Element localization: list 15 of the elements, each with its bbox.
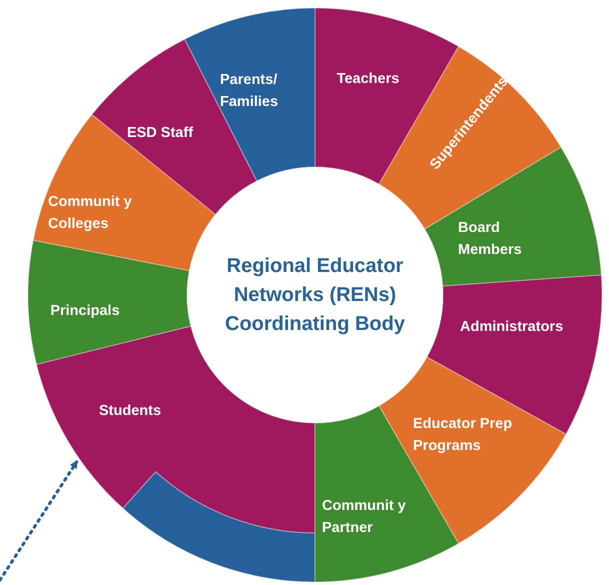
arrow xyxy=(0,460,78,582)
ring-segment xyxy=(122,471,316,582)
segment-label: Principals xyxy=(49,302,121,322)
ring-segment xyxy=(32,114,216,272)
ring-segment xyxy=(28,240,192,365)
segment-label: Teachers xyxy=(336,70,400,90)
segment-label: Board Members xyxy=(458,219,523,260)
center-title: Regional Educator Networks (RENs) Coordinating Body xyxy=(224,254,406,336)
segment-label: Parents/ Families xyxy=(220,71,280,112)
segment-label: Educator Prep Programs xyxy=(413,415,514,456)
segment-label: Administrators xyxy=(460,318,564,338)
segment-label: Communit y Partner xyxy=(322,497,407,538)
segment-label: Students xyxy=(98,402,162,422)
segment-label: Communit y Colleges xyxy=(48,193,133,234)
segment-label: ESD Staff xyxy=(126,124,194,144)
